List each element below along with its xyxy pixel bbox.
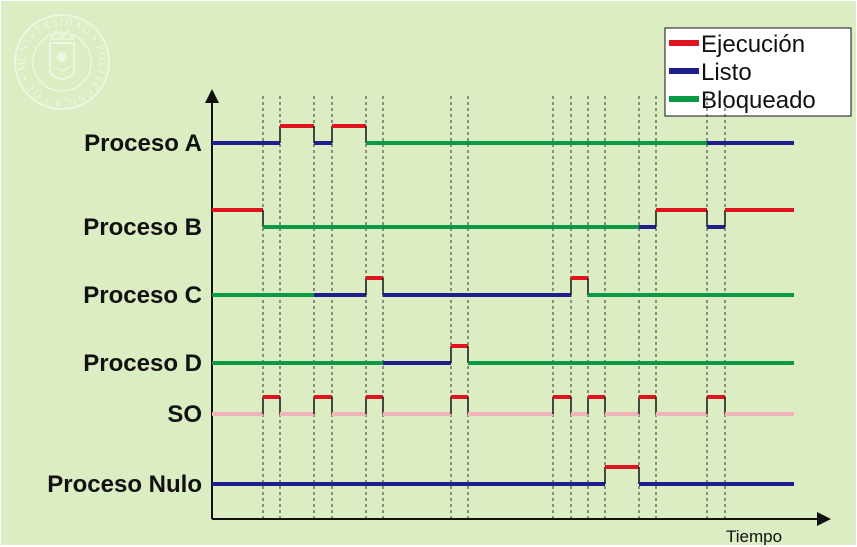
process-label: Proceso C xyxy=(83,282,202,309)
legend-swatch xyxy=(669,40,699,46)
process-row: Proceso D xyxy=(83,344,794,377)
process-label: SO xyxy=(167,401,202,428)
process-row: SO xyxy=(167,395,794,428)
legend-label: Listo xyxy=(701,59,752,86)
legend-swatch xyxy=(669,68,699,74)
x-axis-label: Tiempo xyxy=(726,527,782,545)
process-row: Proceso A xyxy=(84,124,794,157)
process-row: Proceso B xyxy=(83,208,794,241)
process-label: Proceso Nulo xyxy=(47,471,202,498)
axes: Tiempo xyxy=(205,89,831,545)
x-axis-arrow-icon xyxy=(817,512,831,526)
process-label: Proceso D xyxy=(83,350,202,377)
y-axis-arrow-icon xyxy=(205,89,219,103)
process-row: Proceso Nulo xyxy=(47,465,794,498)
process-label: Proceso A xyxy=(84,130,202,157)
process-row: Proceso C xyxy=(83,276,794,309)
legend-label: Ejecución xyxy=(701,31,805,58)
legend-swatch xyxy=(669,96,699,102)
legend-label: Bloqueado xyxy=(701,87,816,114)
svg-text:UNIVERSIDAD • POLITECNICA • DE: UNIVERSIDAD • POLITECNICA • DE • MADRID xyxy=(1,1,108,109)
university-seal-icon: UNIVERSIDAD • POLITECNICA • DE • MADRID xyxy=(1,1,110,110)
process-rows: Proceso A Proceso B Proceso C Proceso D SO Pr… xyxy=(47,124,794,498)
seal-text: UNIVERSIDAD • POLITECNICA • DE • MADRID xyxy=(1,1,107,109)
time-guides xyxy=(262,96,726,519)
process-label: Proceso B xyxy=(83,214,202,241)
